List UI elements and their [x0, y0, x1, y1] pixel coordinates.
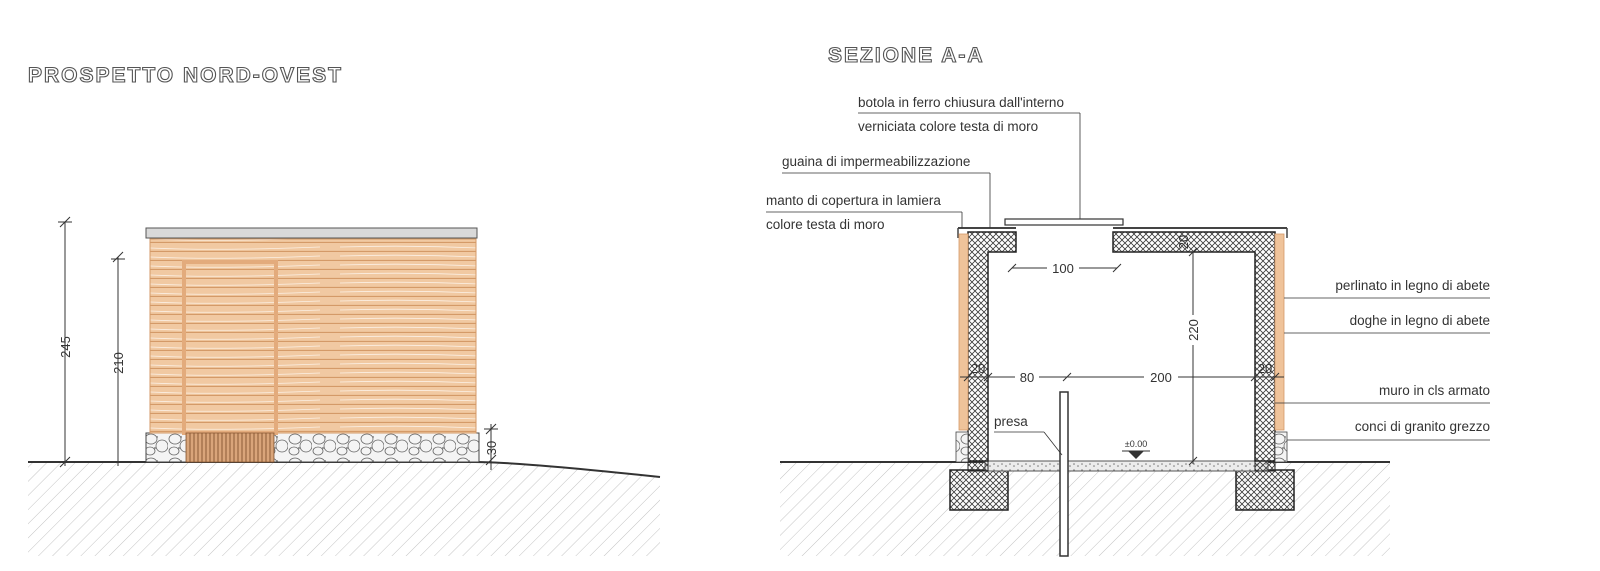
elevation-wood-cladding — [149, 238, 477, 434]
label-hatch-1: botola in ferro chiusura dall'interno — [858, 95, 1064, 110]
right-cladding — [1274, 233, 1285, 431]
left-cladding — [958, 233, 969, 431]
level-marker — [1128, 451, 1144, 459]
right-wall-and-slab — [1112, 231, 1276, 462]
label-cladding-boards: perlinato in legno di abete — [1335, 278, 1490, 293]
elevation-ground — [28, 462, 660, 556]
section-title: SEZIONE A-A — [828, 44, 985, 67]
elevation-ground-line — [28, 461, 661, 478]
dim-left-span: 80 — [1020, 370, 1034, 385]
right-footing — [1235, 469, 1295, 511]
label-cladding-planks: doghe in legno di abete — [1350, 313, 1490, 328]
level-label: ±0.00 — [1125, 439, 1147, 449]
dim-total-height: 245 — [58, 336, 73, 358]
label-membrane: guaina di impermeabilizzazione — [782, 154, 970, 169]
dim-door-height: 210 — [111, 352, 126, 374]
dim-opening: 100 — [1052, 261, 1074, 276]
dim-left-wall: 20 — [971, 361, 985, 376]
left-footing — [949, 469, 1009, 511]
dim-interior-height: 220 — [1186, 319, 1201, 341]
label-wall: muro in cls armato — [1379, 383, 1490, 398]
elevation-roof — [145, 227, 478, 239]
dim-base-height: 30 — [484, 441, 499, 455]
dim-slab: 20 — [1176, 235, 1191, 249]
right-granite — [1274, 431, 1288, 463]
dim-right-wall: 20 — [1258, 361, 1272, 376]
label-hatch-2: verniciata colore testa di moro — [858, 119, 1038, 134]
socket-post — [1059, 391, 1069, 557]
section-ground — [780, 462, 1390, 556]
label-roof-1: manto di copertura in lamiera — [766, 193, 941, 208]
label-roof-2: colore testa di moro — [766, 217, 885, 232]
label-socket: presa — [994, 414, 1028, 429]
iron-hatch — [1004, 218, 1124, 226]
dim-right-span: 200 — [1150, 370, 1172, 385]
floor-slab — [984, 460, 1269, 472]
elevation-title: PROSPETTO NORD-OVEST — [28, 64, 343, 87]
elevation-vent-grille — [185, 432, 275, 463]
left-granite — [955, 431, 969, 463]
label-granite: conci di granito grezzo — [1355, 419, 1490, 434]
